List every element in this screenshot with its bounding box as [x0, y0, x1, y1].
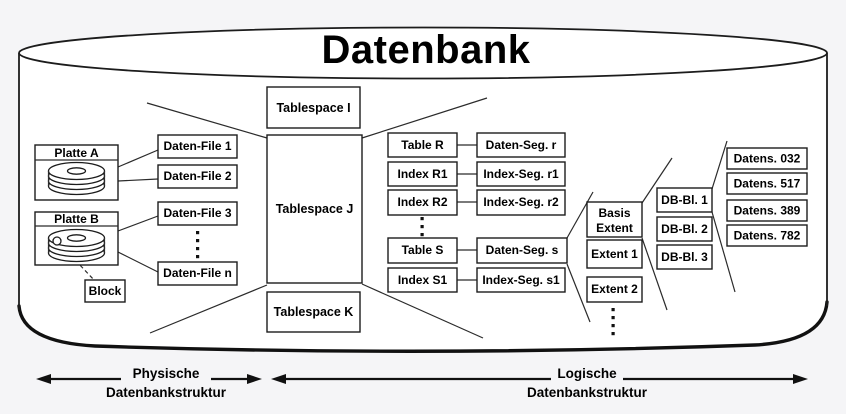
- db-bl-1: DB-Bl. 1: [656, 187, 713, 213]
- index-seg-s1: Index-Seg. s1: [476, 267, 566, 293]
- daten-file-2: Daten-File 2: [157, 164, 238, 189]
- platte-b-group: Platte B: [34, 211, 119, 266]
- cylinder-top-ellipse: [18, 26, 828, 80]
- daten-file-ellipsis-dots: [196, 231, 200, 259]
- index-s1: Index S1: [387, 267, 458, 293]
- disk-icon: [47, 228, 106, 263]
- index-seg-r2: Index-Seg. r2: [476, 189, 566, 216]
- tablespace-j: Tablespace J: [266, 134, 363, 284]
- index-r1: Index R1: [387, 161, 458, 187]
- fan-line-block-to-records-top: [711, 140, 728, 190]
- datens-782: Datens. 782: [726, 224, 808, 247]
- index-seg-r1-label: Index-Seg. r1: [483, 167, 559, 181]
- datens-389: Datens. 389: [726, 199, 808, 222]
- fan-line-segment-to-extents-top: [566, 191, 594, 239]
- tablespace-i-label: Tablespace I: [276, 101, 350, 115]
- index-seg-s1-label: Index-Seg. s1: [482, 273, 560, 287]
- index-seg-r1: Index-Seg. r1: [476, 161, 566, 187]
- arrow-left-icon: [271, 374, 286, 384]
- basis-extent-label-line1: Basis: [598, 206, 630, 220]
- fan-line-files-to-tablespace-bottom: [149, 284, 268, 334]
- logical-axis-double-arrow: Logische Datenbankstruktur: [271, 366, 808, 400]
- connector-platte-a-file1: [117, 149, 159, 168]
- extent-2: Extent 2: [586, 276, 643, 303]
- daten-file-3-label: Daten-File 3: [163, 206, 231, 220]
- basis-extent: Basis Extent: [586, 201, 643, 238]
- fan-line-extent-to-blocks-top: [641, 157, 673, 204]
- disk-icon: [47, 161, 106, 196]
- extent-1: Extent 1: [586, 239, 643, 269]
- arrow-left-icon: [36, 374, 51, 384]
- datens-517-label: Datens. 517: [734, 177, 801, 191]
- arrow-right-icon: [247, 374, 262, 384]
- daten-file-1-label: Daten-File 1: [163, 139, 231, 153]
- index-r1-label: Index R1: [397, 167, 447, 181]
- table-s: Table S: [387, 237, 458, 264]
- daten-file-2-label: Daten-File 2: [163, 169, 231, 183]
- index-seg-r2-label: Index-Seg. r2: [483, 195, 559, 209]
- arrow-right-icon: [793, 374, 808, 384]
- physical-axis-label-line1: Physische: [133, 366, 200, 381]
- fan-line-block-to-records-bottom: [711, 211, 736, 293]
- db-bl-2-label: DB-Bl. 2: [661, 222, 708, 236]
- platte-b-label: Platte B: [54, 212, 99, 226]
- table-s-label: Table S: [402, 243, 444, 257]
- datens-517: Datens. 517: [726, 172, 808, 195]
- table-ellipsis-dots: [420, 217, 424, 237]
- block-marker-icon: [52, 236, 62, 246]
- block-group: Block: [84, 279, 126, 303]
- fan-line-tablespace-to-tables-bottom: [361, 283, 484, 339]
- fan-line-extent-to-blocks-bottom: [641, 237, 668, 311]
- extent-1-label: Extent 1: [591, 247, 638, 261]
- tablespace-i: Tablespace I: [266, 86, 361, 129]
- fan-line-tablespace-to-tables-top: [361, 97, 488, 139]
- diagram-title: Datenbank: [322, 28, 531, 72]
- daten-seg-r: Daten-Seg. r: [476, 132, 566, 158]
- datens-389-label: Datens. 389: [734, 204, 801, 218]
- cylinder-bottom-edge: [17, 300, 829, 353]
- logical-axis-label-line1: Logische: [557, 366, 617, 381]
- tablespace-k: Tablespace K: [266, 291, 361, 333]
- block-box: [84, 279, 126, 303]
- index-r2-label: Index R2: [397, 195, 447, 209]
- block-label: Block: [89, 284, 122, 298]
- index-r2: Index R2: [387, 189, 458, 216]
- table-r: Table R: [387, 132, 458, 158]
- fan-line-segment-to-extents-bottom: [566, 263, 591, 323]
- index-s1-label: Index S1: [398, 273, 448, 287]
- db-bl-1-label: DB-Bl. 1: [661, 193, 708, 207]
- daten-file-1: Daten-File 1: [157, 134, 238, 159]
- datens-032-label: Datens. 032: [734, 152, 801, 166]
- tablespace-j-label: Tablespace J: [276, 202, 354, 216]
- extent-ellipsis-dots: [611, 308, 615, 336]
- physical-axis-label-line2: Datenbankstruktur: [106, 385, 227, 400]
- datens-032: Datens. 032: [726, 147, 808, 170]
- platte-a-group: Platte A: [34, 144, 119, 201]
- daten-file-n: Daten-File n: [157, 261, 238, 286]
- db-bl-3-label: DB-Bl. 3: [661, 250, 708, 264]
- datens-782-label: Datens. 782: [734, 229, 801, 243]
- connector-platte-b-filen: [117, 251, 159, 273]
- physical-axis-double-arrow: Physische Datenbankstruktur: [36, 366, 262, 400]
- db-bl-3: DB-Bl. 3: [656, 244, 713, 270]
- daten-seg-s: Daten-Seg. s: [476, 237, 568, 264]
- daten-file-3: Daten-File 3: [157, 201, 238, 226]
- db-bl-2: DB-Bl. 2: [656, 216, 713, 242]
- logical-axis-label-line2: Datenbankstruktur: [527, 385, 648, 400]
- tablespace-k-label: Tablespace K: [274, 305, 354, 319]
- fan-line-files-to-tablespace-top: [146, 102, 268, 139]
- connector-platte-b-file3: [117, 215, 159, 232]
- daten-seg-s-label: Daten-Seg. s: [486, 243, 559, 257]
- table-r-label: Table R: [401, 138, 444, 152]
- platte-a-label: Platte A: [54, 146, 99, 160]
- basis-extent-label-line2: Extent: [596, 221, 633, 235]
- extent-2-label: Extent 2: [591, 282, 638, 296]
- connector-platte-a-file2: [117, 178, 159, 182]
- daten-file-n-label: Daten-File n: [163, 266, 232, 280]
- daten-seg-r-label: Daten-Seg. r: [486, 138, 557, 152]
